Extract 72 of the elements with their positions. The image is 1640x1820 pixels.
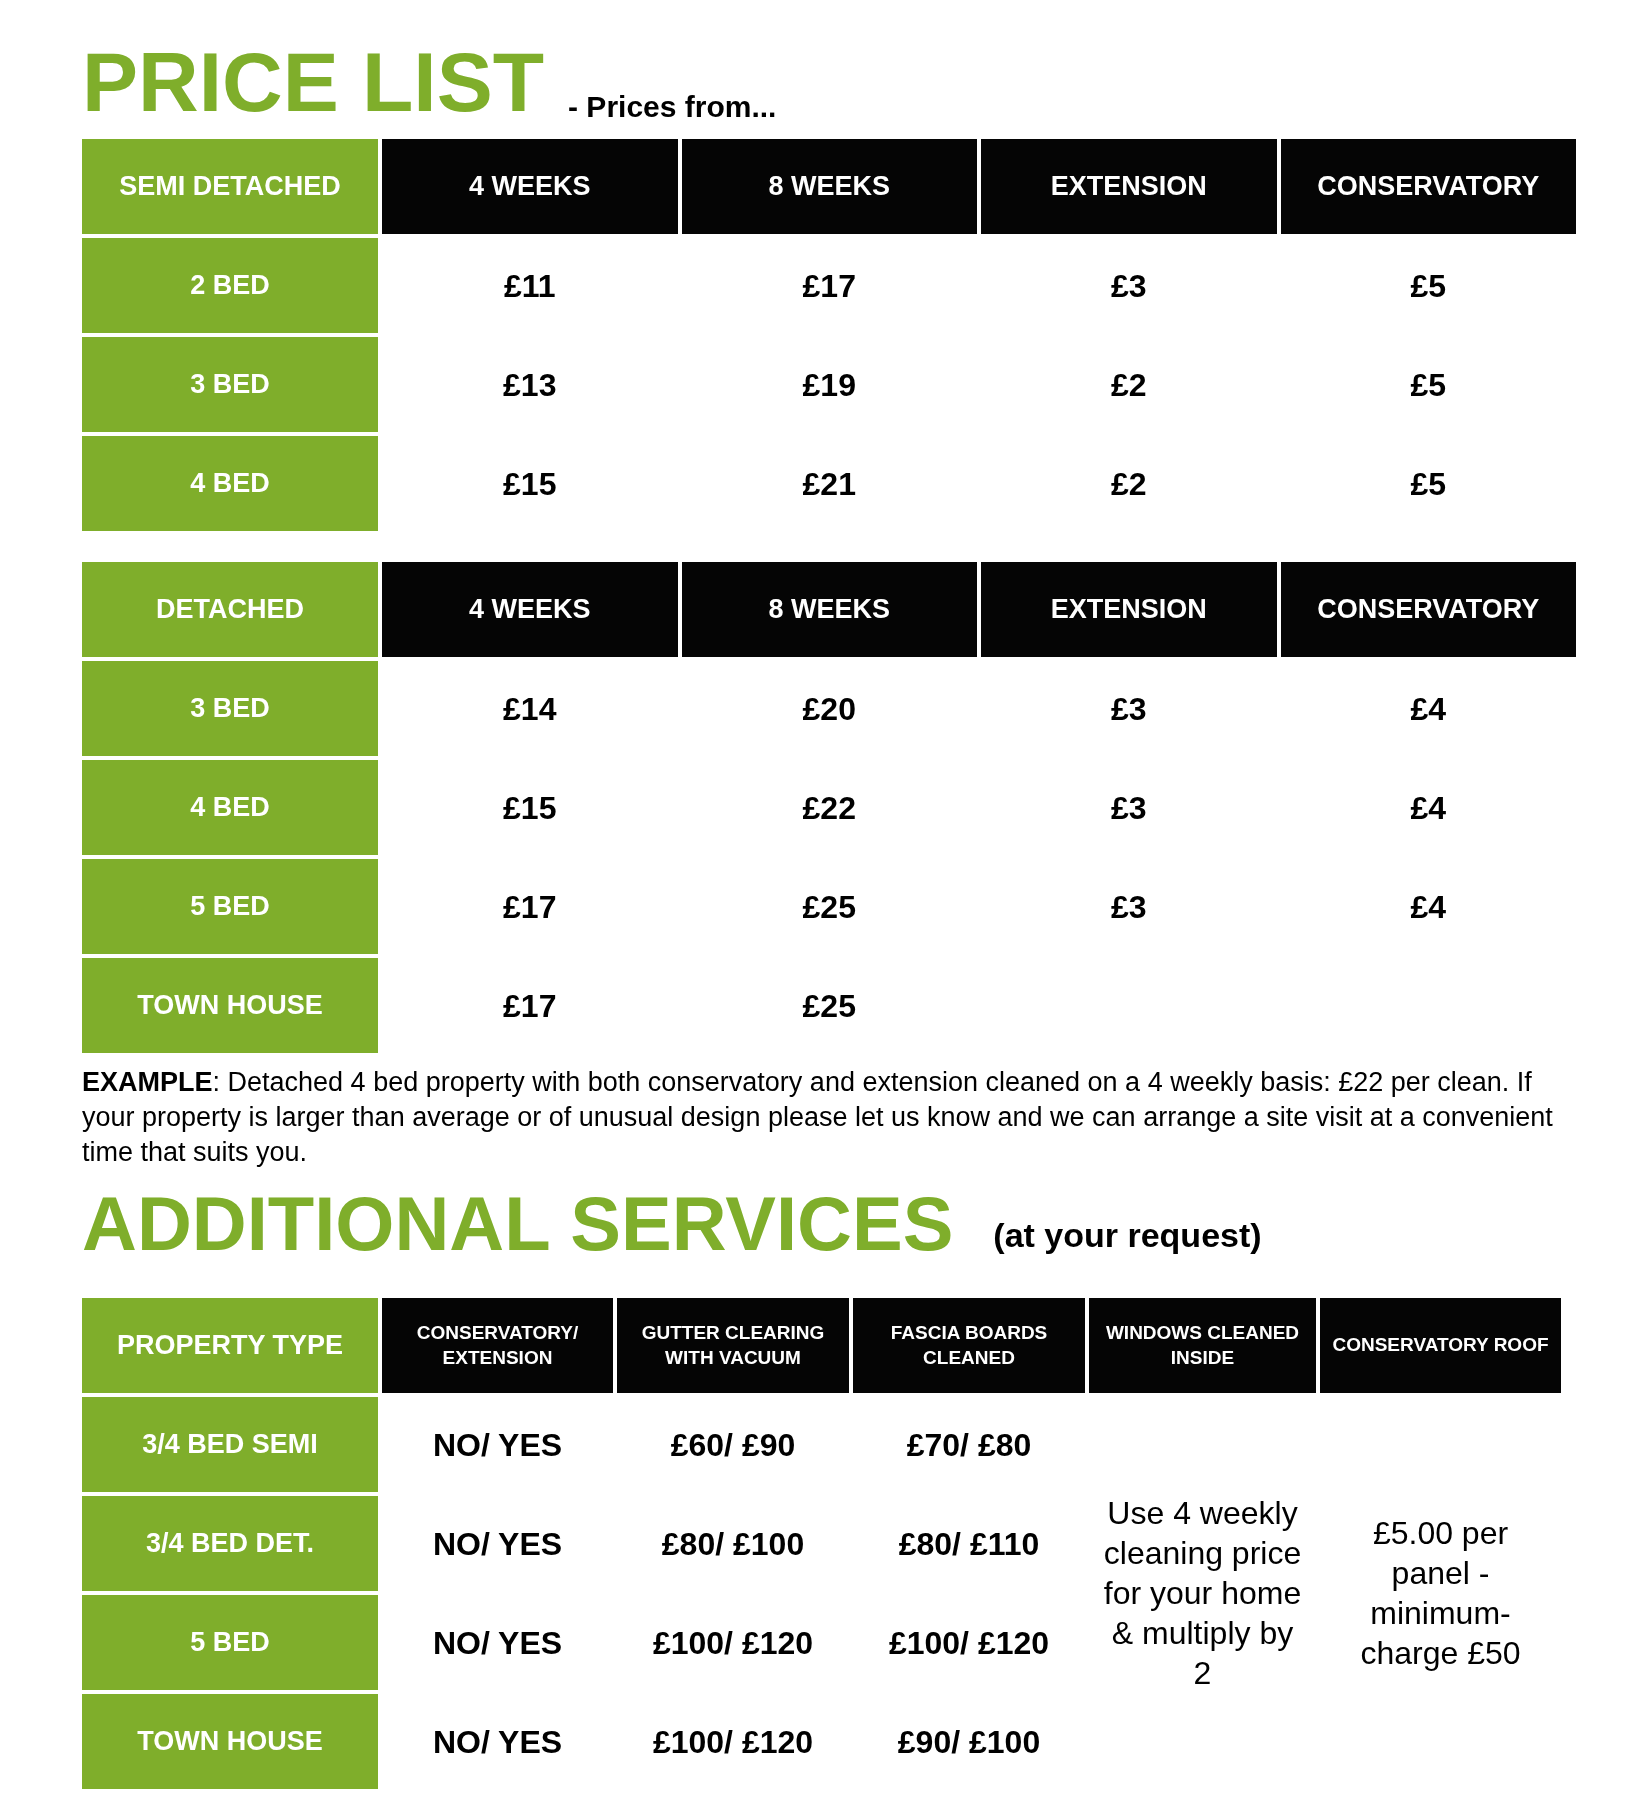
table-cell-text: £17 (502, 887, 558, 927)
table-cell-text: £3 (1109, 887, 1148, 927)
table-cell-text: £5.00 per panel - minimum-charge £50 (1359, 1514, 1522, 1673)
table-cell-text: NO/ YES (431, 1425, 564, 1465)
table-cell-text: £5 (1409, 365, 1448, 405)
row-header: 3/4 BED DET. (82, 1496, 378, 1591)
table-cell-text: £3 (1109, 788, 1148, 828)
table-cell-text: £21 (801, 464, 857, 504)
row-header: 3 BED (82, 661, 378, 756)
table-cell-text: £90/ £100 (896, 1722, 1042, 1762)
table-cell-text: £25 (801, 887, 857, 927)
column-header: CONSERVATORY (1280, 139, 1576, 234)
row-header: 4 BED (82, 436, 378, 531)
table-cell-text: NO/ YES (431, 1524, 564, 1564)
table-cell-text: £100/ £120 (651, 1623, 815, 1663)
table-cell-text: £4 (1409, 788, 1448, 828)
table-cell-text: £5 (1409, 464, 1448, 504)
table-cell-text: £17 (502, 986, 558, 1026)
subtitle: - Prices from... (568, 92, 777, 122)
column-header: 4 WEEKS (382, 562, 678, 657)
column-header: 8 WEEKS (681, 562, 977, 657)
table-cell-text: £22 (801, 788, 857, 828)
table-cell-text: £2 (1109, 365, 1148, 405)
column-header: CONSERVATORY/ EXTENSION (382, 1298, 613, 1393)
row-header: 3/4 BED SEMI (82, 1397, 378, 1492)
column-header: EXTENSION (981, 562, 1277, 657)
example-note: EXAMPLE: Detached 4 bed property with both conservatory and extension cleaned on a 4 weekly basis: £22 per clean. If your property is larger than average or of unusual design please let us know and we can arrange a site visit at a convenient time that suits you. (82, 1066, 1554, 1169)
table-cell-text: £60/ £90 (669, 1425, 797, 1465)
column-header: CONSERVATORY ROOF (1320, 1298, 1561, 1393)
table-cell-text: £3 (1109, 266, 1148, 306)
column-header: 8 WEEKS (681, 139, 977, 234)
section-subtitle: (at your request) (993, 1218, 1262, 1252)
table-cell-text: £15 (502, 788, 558, 828)
row-header: 5 BED (82, 859, 378, 954)
row-header: 2 BED (82, 238, 378, 333)
table-cell-text: £4 (1409, 887, 1448, 927)
table-cell-text: £11 (502, 266, 557, 306)
row-header: 3 BED (82, 337, 378, 432)
section-heading: ADDITIONAL SERVICES (82, 1186, 954, 1262)
table-cell-text: £4 (1409, 689, 1448, 729)
row-header: PROPERTY TYPE (82, 1298, 378, 1393)
row-header: DETACHED (82, 562, 378, 657)
table-cell-text: £80/ £110 (897, 1524, 1041, 1564)
table-cell-text: £14 (502, 689, 558, 729)
table-cell-text: Use 4 weekly cleaning price for your home & multiply by 2 (1102, 1494, 1303, 1693)
row-header: 4 BED (82, 760, 378, 855)
table-cell-text: £15 (502, 464, 558, 504)
column-header: GUTTER CLEARING WITH VACUUM (617, 1298, 849, 1393)
table-cell-text: £100/ £120 (651, 1722, 815, 1762)
table-cell-text: £17 (801, 266, 857, 306)
column-header: WINDOWS CLEANED INSIDE (1089, 1298, 1316, 1393)
table-cell-text: £25 (801, 986, 857, 1026)
column-header: EXTENSION (981, 139, 1277, 234)
column-header: FASCIA BOARDS CLEANED (853, 1298, 1085, 1393)
table-cell-text: £19 (801, 365, 857, 405)
row-header: SEMI DETACHED (82, 139, 378, 234)
page-title: PRICE LIST (82, 40, 545, 124)
table-cell-text: £5 (1409, 266, 1448, 306)
row-header: TOWN HOUSE (82, 958, 378, 1053)
row-header: 5 BED (82, 1595, 378, 1690)
row-header: TOWN HOUSE (82, 1694, 378, 1789)
table-cell-text: NO/ YES (431, 1623, 564, 1663)
table-cell-text: £20 (801, 689, 857, 729)
table-cell-text: £3 (1109, 689, 1148, 729)
table-cell-text: £2 (1109, 464, 1148, 504)
table-cell-text: £70/ £80 (905, 1425, 1033, 1465)
column-header: CONSERVATORY (1280, 562, 1576, 657)
table-cell-text: £80/ £100 (660, 1524, 806, 1564)
column-header: 4 WEEKS (382, 139, 678, 234)
table-cell-text: £13 (502, 365, 558, 405)
table-cell-text: £100/ £120 (887, 1623, 1051, 1663)
table-cell-text: NO/ YES (431, 1722, 564, 1762)
